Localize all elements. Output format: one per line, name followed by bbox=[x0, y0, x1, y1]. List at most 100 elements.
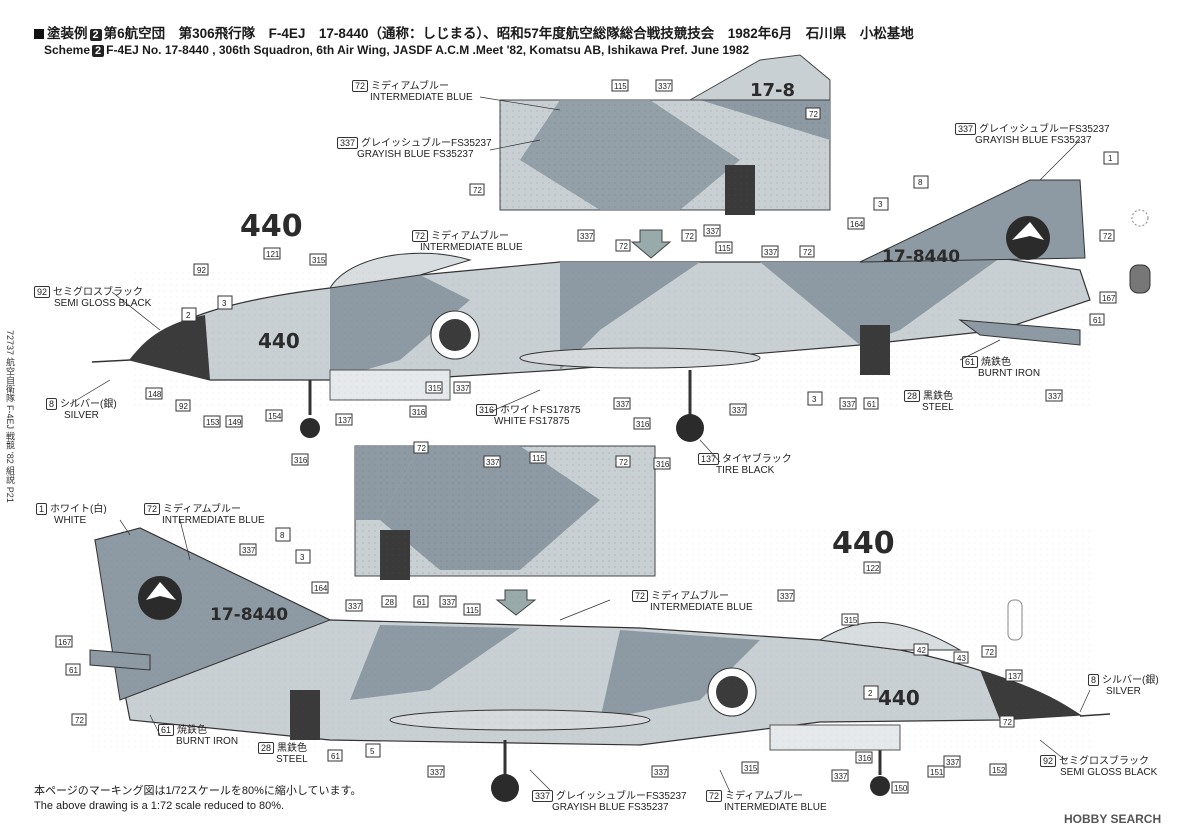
svg-text:17-8: 17-8 bbox=[750, 80, 795, 101]
svg-text:61: 61 bbox=[331, 752, 340, 761]
svg-text:167: 167 bbox=[1102, 294, 1116, 303]
number-440-top: 440 bbox=[240, 209, 303, 244]
svg-text:337: 337 bbox=[1048, 392, 1062, 401]
svg-text:337: 337 bbox=[764, 248, 778, 257]
scale-note-jp: 本ページのマーキング図は1/72スケールを80%に縮小しています。 bbox=[34, 785, 362, 797]
svg-text:72: 72 bbox=[417, 444, 426, 453]
tail-number-upper: 17-8440 bbox=[882, 247, 960, 267]
svg-text:2: 2 bbox=[186, 311, 191, 320]
svg-text:72: 72 bbox=[619, 458, 628, 467]
svg-text:92: 92 bbox=[179, 402, 188, 411]
upper-aircraft-profile bbox=[91, 179, 1091, 442]
tail-number-lower: 17-8440 bbox=[210, 605, 288, 625]
svg-text:315: 315 bbox=[428, 384, 442, 393]
svg-text:337: 337 bbox=[654, 768, 668, 777]
nose-number-upper: 440 bbox=[258, 329, 300, 353]
scheme-number-badge: 2 bbox=[92, 45, 105, 57]
svg-text:28: 28 bbox=[385, 598, 394, 607]
svg-text:337: 337 bbox=[658, 82, 672, 91]
svg-text:3: 3 bbox=[812, 395, 817, 404]
svg-text:316: 316 bbox=[294, 456, 308, 465]
svg-text:316: 316 bbox=[636, 420, 650, 429]
svg-text:92: 92 bbox=[197, 266, 206, 275]
svg-text:61: 61 bbox=[1093, 316, 1102, 325]
svg-text:337: 337 bbox=[456, 384, 470, 393]
svg-text:5: 5 bbox=[370, 747, 375, 756]
svg-text:150: 150 bbox=[894, 784, 908, 793]
svg-text:72: 72 bbox=[1003, 718, 1012, 727]
scheme-number-badge: 2 bbox=[89, 29, 102, 41]
number-440-bottom: 440 bbox=[832, 526, 895, 561]
svg-text:72: 72 bbox=[985, 648, 994, 657]
svg-text:316: 316 bbox=[858, 754, 872, 763]
svg-text:1: 1 bbox=[1108, 154, 1113, 163]
svg-text:167: 167 bbox=[58, 638, 72, 647]
svg-text:72: 72 bbox=[685, 232, 694, 241]
svg-text:337: 337 bbox=[706, 227, 720, 236]
top-detail-panel bbox=[499, 54, 831, 215]
svg-text:316: 316 bbox=[412, 408, 426, 417]
svg-text:2: 2 bbox=[868, 689, 873, 698]
svg-text:315: 315 bbox=[844, 616, 858, 625]
svg-text:148: 148 bbox=[148, 390, 162, 399]
nose-number-lower: 440 bbox=[878, 686, 920, 710]
svg-text:8: 8 bbox=[918, 178, 923, 187]
svg-text:337: 337 bbox=[616, 400, 630, 409]
svg-text:337: 337 bbox=[834, 772, 848, 781]
svg-text:72: 72 bbox=[803, 248, 812, 257]
lower-aircraft-profile bbox=[89, 527, 1111, 802]
svg-text:337: 337 bbox=[732, 406, 746, 415]
svg-text:315: 315 bbox=[744, 764, 758, 773]
svg-text:43: 43 bbox=[957, 654, 966, 663]
svg-text:152: 152 bbox=[992, 766, 1006, 775]
svg-text:337: 337 bbox=[442, 598, 456, 607]
svg-text:115: 115 bbox=[466, 606, 479, 615]
svg-text:72: 72 bbox=[75, 716, 84, 725]
watermark-logo: HOBBY SEARCH bbox=[1064, 812, 1162, 826]
svg-text:61: 61 bbox=[69, 666, 78, 675]
side-page-label: 72737 航空自衛隊 F-4EJ 戦競 '82 組説 P21 bbox=[5, 330, 15, 503]
svg-text:315: 315 bbox=[312, 256, 326, 265]
svg-text:72: 72 bbox=[1103, 232, 1112, 241]
svg-text:337: 337 bbox=[348, 602, 362, 611]
svg-text:337: 337 bbox=[842, 400, 856, 409]
svg-text:3: 3 bbox=[222, 299, 227, 308]
svg-text:72: 72 bbox=[619, 242, 628, 251]
svg-text:61: 61 bbox=[867, 400, 876, 409]
svg-text:151: 151 bbox=[930, 768, 944, 777]
svg-text:154: 154 bbox=[268, 412, 282, 421]
scale-note-en: The above drawing is a 1:72 scale reduce… bbox=[34, 800, 285, 812]
svg-text:337: 337 bbox=[486, 458, 500, 467]
svg-text:115: 115 bbox=[532, 454, 545, 463]
svg-text:115: 115 bbox=[614, 82, 627, 91]
svg-text:122: 122 bbox=[866, 564, 880, 573]
svg-text:316: 316 bbox=[656, 460, 670, 469]
svg-text:149: 149 bbox=[228, 418, 242, 427]
svg-text:137: 137 bbox=[338, 416, 352, 425]
svg-text:8: 8 bbox=[280, 531, 285, 540]
svg-text:115: 115 bbox=[718, 244, 731, 253]
svg-text:337: 337 bbox=[780, 592, 794, 601]
svg-text:42: 42 bbox=[917, 646, 926, 655]
svg-text:61: 61 bbox=[417, 598, 426, 607]
svg-text:337: 337 bbox=[430, 768, 444, 777]
svg-text:337: 337 bbox=[242, 546, 256, 555]
